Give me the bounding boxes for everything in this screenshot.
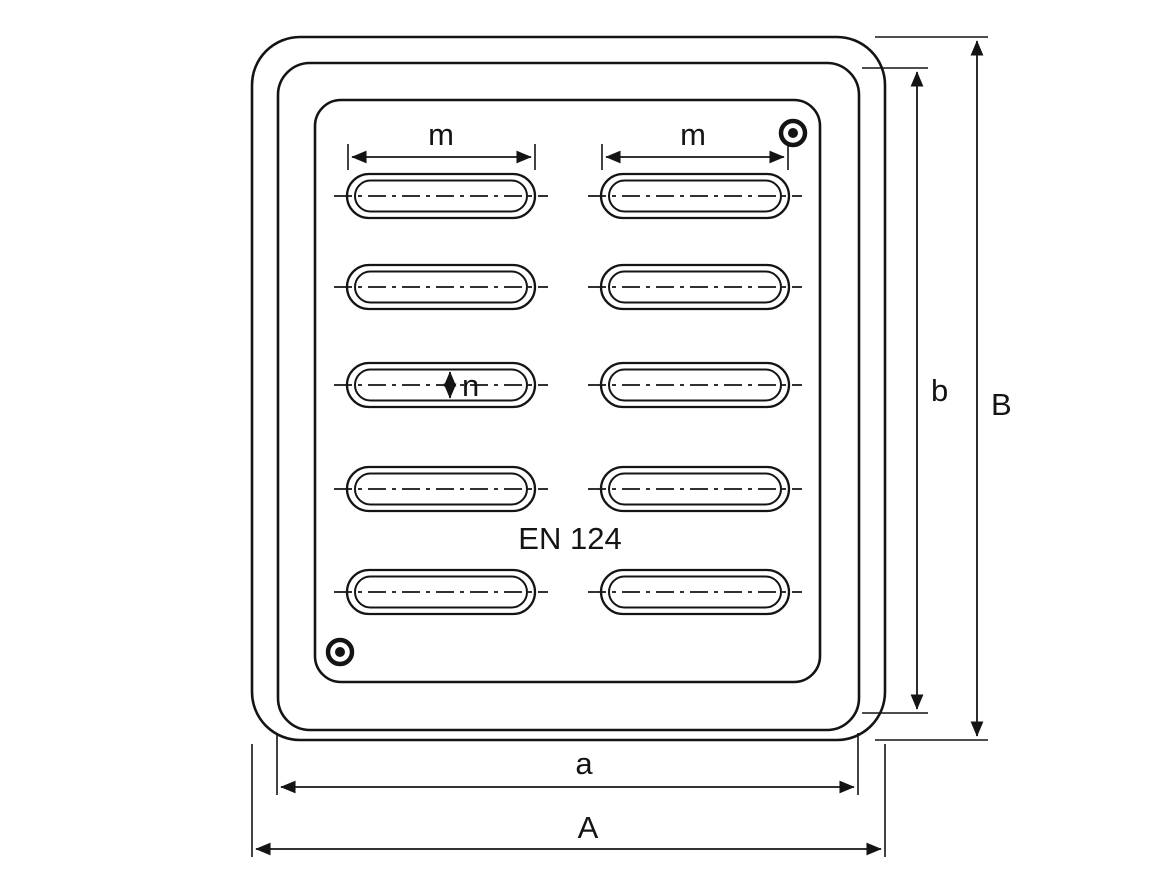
slot [586,568,804,616]
slot [586,172,804,220]
dimension-label-B: B [991,387,1012,422]
dimension-label-A: A [578,810,599,845]
dimension-label-m-right: m [680,117,706,152]
bolt-hole-center [335,647,345,657]
bolt-hole-bottom-left [325,637,355,667]
outer-frame [250,35,887,742]
dimension-label-m-left: m [428,117,454,152]
slot [332,361,550,409]
bolt-hole-top-right [778,118,808,148]
inner-frame [276,61,861,732]
bolt-hole-ring [325,637,355,667]
bolt-hole-ring [778,118,808,148]
cover-plate [313,98,822,684]
dimension-a: a [276,733,859,795]
standard-marking-label: EN 124 [518,521,621,556]
bolt-hole-center [788,128,798,138]
slot [586,361,804,409]
dimension-b: b [862,67,948,714]
slot [586,263,804,311]
dimension-n: n [443,368,479,403]
dimension-m-left: m [347,117,536,170]
dimension-label-b: b [931,373,948,408]
dimension-B: B [875,36,1012,741]
dimension-label-a: a [575,746,593,781]
frame-outlines [250,35,887,742]
dimension-A: A [251,744,886,857]
dimension-m-right: m [601,117,789,170]
slot [332,568,550,616]
slot [332,465,550,513]
slot [332,172,550,220]
slot [586,465,804,513]
dimension-label-n: n [462,368,479,403]
slot [332,263,550,311]
